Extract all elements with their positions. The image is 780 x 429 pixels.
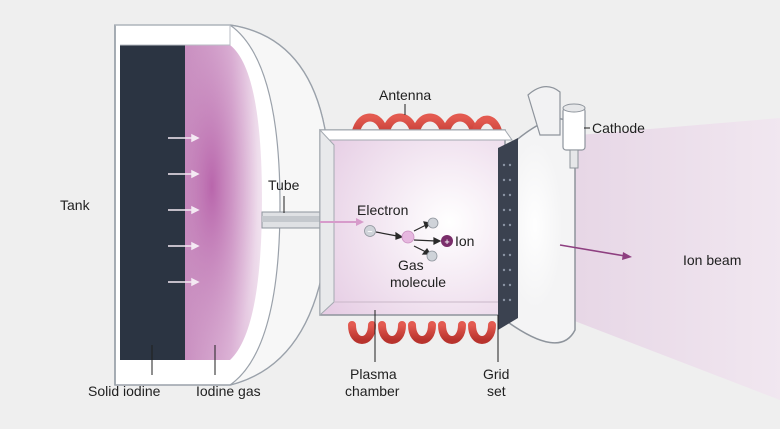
released-electron-1 xyxy=(427,217,439,229)
label-antenna: Antenna xyxy=(379,87,431,103)
solid-iodine-block xyxy=(120,45,185,360)
ion-beam-arrow xyxy=(559,244,632,260)
antenna-coil-front xyxy=(348,321,496,344)
label-ion-beam: Ion beam xyxy=(683,252,741,268)
label-plasma-chamber-1: Plasma xyxy=(350,366,397,382)
label-gas-molecule-1: Gas xyxy=(398,257,424,273)
electron-sign: − xyxy=(367,228,373,236)
label-plasma-chamber-2: chamber xyxy=(345,383,400,399)
ion-beam xyxy=(520,118,780,400)
gas-molecule-particle xyxy=(401,230,415,244)
cathode xyxy=(527,86,586,169)
label-grid-set-1: Grid xyxy=(483,366,509,382)
label-cathode: Cathode xyxy=(592,120,645,136)
label-tube: Tube xyxy=(268,177,300,193)
released-electron-2 xyxy=(426,250,438,262)
ion-sign: + xyxy=(444,238,450,246)
label-gas-molecule-2: molecule xyxy=(390,274,446,290)
label-tank: Tank xyxy=(60,197,91,213)
label-solid-iodine: Solid iodine xyxy=(88,383,161,399)
label-electron: Electron xyxy=(357,202,408,218)
ion-particle xyxy=(441,235,453,247)
electron-particle xyxy=(364,225,376,237)
tank xyxy=(114,24,331,386)
plasma-chamber xyxy=(319,128,513,317)
label-ion: Ion xyxy=(455,233,474,249)
label-iodine-gas: Iodine gas xyxy=(196,383,261,399)
tube xyxy=(261,211,325,229)
gas-flow-arrow xyxy=(320,218,364,226)
label-grid-set-2: set xyxy=(487,383,506,399)
grid-set xyxy=(498,118,576,344)
particle-interaction: − + xyxy=(364,217,453,262)
